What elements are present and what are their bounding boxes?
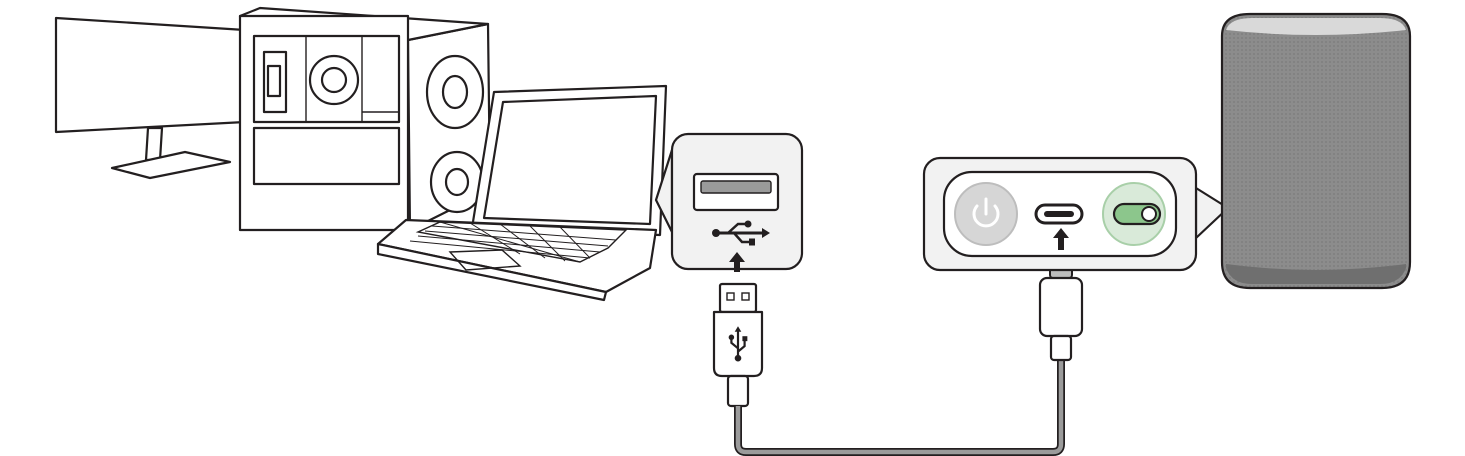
desktop-pc-icon	[238, 6, 492, 232]
usb-c-plug-icon	[1038, 255, 1084, 362]
usb-a-port-callout	[654, 132, 804, 271]
power-icon	[972, 197, 1000, 228]
cable	[734, 358, 1065, 456]
arrow-up-icon	[1053, 228, 1069, 250]
speaker-icon	[1220, 12, 1412, 290]
arrow-up-icon	[729, 252, 745, 272]
speaker-panel-callout	[922, 156, 1230, 272]
usb-symbol-icon	[712, 220, 770, 246]
toggle-switch	[1102, 182, 1166, 246]
usb-a-plug-icon	[712, 282, 764, 408]
laptop-icon	[376, 84, 668, 302]
power-button	[954, 182, 1018, 246]
monitor-icon	[54, 16, 247, 180]
